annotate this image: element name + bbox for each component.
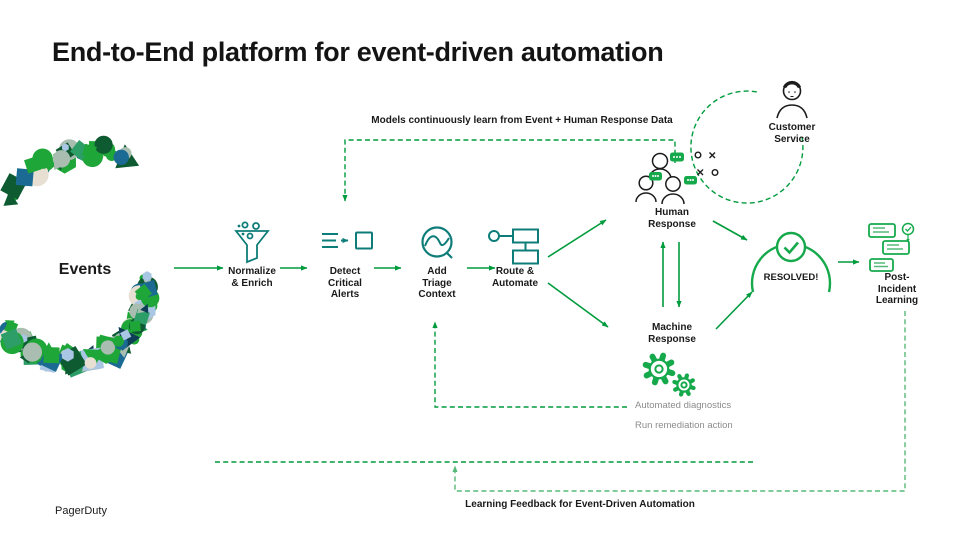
label-customer-service: Customer Service	[768, 122, 816, 145]
slide-title: End-to-End platform for event-driven aut…	[52, 37, 664, 67]
events-label: Events	[58, 261, 112, 278]
funnel-icon	[234, 221, 270, 264]
triage-context-icon	[421, 226, 453, 259]
post-incident-icon	[868, 222, 915, 272]
annotation-models-learn: Models continuously learn from Event + H…	[371, 115, 673, 126]
pagerduty-logo: PagerDuty	[55, 505, 107, 517]
flow-arrows	[174, 219, 860, 330]
ox-marks-icon	[694, 151, 719, 176]
learning-feedback-dashed-line	[452, 311, 906, 492]
customer-service-loop-dashed	[690, 90, 804, 204]
events-shape-cluster	[0, 135, 160, 378]
label-post-incident-learning: Post-Incident Learning	[875, 272, 919, 307]
customer-service-icon	[776, 80, 808, 119]
annotation-automated-diagnostics: Automated diagnostics	[635, 400, 732, 411]
resolved-badge-icon	[750, 231, 832, 293]
detect-alerts-icon	[322, 231, 373, 250]
label-add-triage-context: Add Triage Context	[418, 266, 456, 301]
machine-gears-icon	[642, 352, 696, 397]
route-automate-icon	[488, 228, 539, 265]
label-human-response: Human Response	[648, 207, 696, 230]
annotation-run-remediation: Run remediation action	[635, 420, 733, 431]
diagnostics-dashed-line	[432, 321, 627, 408]
annotation-learning-feedback: Learning Feedback for Event-Driven Autom…	[465, 499, 695, 510]
models-learn-dashed-line	[342, 139, 676, 202]
label-route-automate: Route & Automate	[491, 266, 539, 289]
label-normalize-enrich: Normalize & Enrich	[228, 266, 276, 289]
human-response-icon	[635, 152, 697, 205]
label-machine-response: Machine Response	[648, 322, 696, 345]
label-detect-critical-alerts: Detect Critical Alerts	[328, 266, 362, 301]
label-resolved: RESOLVED!	[763, 272, 819, 283]
